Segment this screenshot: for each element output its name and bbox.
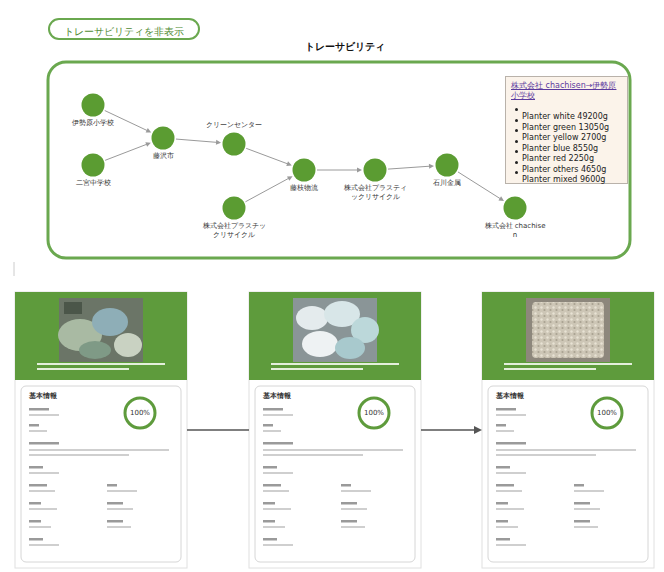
button-label: トレーサビリティを非表示 bbox=[64, 26, 184, 37]
connector-line bbox=[458, 172, 501, 199]
bullet bbox=[515, 129, 518, 132]
item-text: Planter green 13050g bbox=[522, 123, 609, 132]
flow-node: クリーンセンター bbox=[202, 121, 266, 156]
bullet bbox=[515, 108, 518, 111]
bullet bbox=[515, 171, 518, 174]
tooltip-item: Planter green 13050g bbox=[511, 115, 622, 126]
arrowhead bbox=[474, 426, 482, 434]
connector-line bbox=[317, 170, 358, 171]
arrowhead bbox=[216, 140, 221, 145]
arrowhead bbox=[145, 142, 151, 147]
node-label: 株式会社プラスティックリサイクル bbox=[343, 184, 407, 202]
info-card: 基本情報 100% bbox=[249, 292, 421, 568]
item-text: Planter others 4650g bbox=[522, 165, 606, 174]
photo-plastic-bags bbox=[58, 298, 143, 362]
bullet bbox=[515, 119, 518, 122]
flow-node: 藤枝物流 bbox=[272, 158, 336, 193]
tooltip-item: Planter yellow 2700g bbox=[511, 125, 622, 136]
arrowhead bbox=[146, 128, 152, 133]
arrowhead bbox=[429, 164, 434, 169]
node-circle bbox=[503, 196, 527, 220]
item-text: Planter mixed 9600g bbox=[522, 175, 605, 184]
bullet bbox=[515, 140, 518, 143]
tooltip-heading: 株式会社 chachisen→伊勢原小学校 bbox=[511, 81, 622, 101]
item-text: Planter red 2250g bbox=[522, 154, 594, 163]
progress-gauge: 100% bbox=[357, 396, 391, 430]
flow-node: 株式会社プラスチックリサイクル bbox=[202, 196, 266, 240]
node-label: 二宮中学校 bbox=[61, 179, 125, 188]
node-label: 石川金属 bbox=[415, 179, 479, 188]
node-circle bbox=[363, 158, 387, 182]
gauge-value: 100% bbox=[357, 409, 391, 417]
gauge-value: 100% bbox=[590, 409, 624, 417]
node-circle bbox=[151, 126, 175, 150]
section-heading: 基本情報 bbox=[496, 391, 524, 401]
flow-node: 藤沢市 bbox=[131, 126, 195, 161]
node-label: クリーンセンター bbox=[202, 121, 266, 130]
bullet bbox=[515, 150, 518, 153]
bullet bbox=[515, 161, 518, 164]
gauge-value: 100% bbox=[123, 409, 157, 417]
node-label: 藤枝物流 bbox=[272, 184, 336, 193]
photo-pellets bbox=[526, 298, 610, 362]
flow-node: 石川金属 bbox=[415, 153, 479, 188]
info-card: 基本情報 100% bbox=[15, 292, 187, 568]
arrowhead bbox=[357, 168, 362, 173]
toggle-button: トレーサビリティを非表示 bbox=[48, 18, 200, 40]
node-circle bbox=[435, 153, 459, 177]
connector-line bbox=[421, 429, 476, 431]
flow-node: 伊勢原小学校 bbox=[61, 93, 125, 128]
tooltip-item: Planter others 4650g bbox=[511, 157, 622, 168]
node-circle bbox=[292, 158, 316, 182]
section-heading: 基本情報 bbox=[263, 391, 291, 401]
connector bbox=[105, 142, 151, 160]
connector-line bbox=[105, 144, 147, 160]
flow-node: 株式会社プラスティックリサイクル bbox=[343, 158, 407, 202]
connector bbox=[187, 430, 249, 431]
node-label: 株式会社 chachisen bbox=[483, 222, 547, 240]
connector bbox=[245, 176, 292, 202]
tooltip-item: Planter white 49200g bbox=[511, 104, 622, 115]
item-text: Planter blue 8550g bbox=[522, 144, 598, 153]
progress-gauge: 100% bbox=[123, 396, 157, 430]
arrowhead bbox=[286, 161, 292, 166]
item-text: Planter white 49200g bbox=[522, 112, 608, 121]
flow-node: 二宮中学校 bbox=[61, 153, 125, 188]
connector-line bbox=[187, 429, 249, 431]
node-label: 株式会社プラスチックリサイクル bbox=[202, 222, 266, 240]
connector-line bbox=[388, 166, 430, 169]
connector-line bbox=[246, 148, 288, 164]
progress-gauge: 100% bbox=[590, 396, 624, 430]
connector bbox=[421, 426, 482, 434]
node-circle bbox=[222, 132, 246, 156]
section-heading: 基本情報 bbox=[29, 391, 57, 401]
node-circle bbox=[222, 196, 246, 220]
node-label: 藤沢市 bbox=[131, 152, 195, 161]
connector bbox=[388, 164, 434, 169]
node-circle bbox=[81, 153, 105, 177]
connector-line bbox=[176, 139, 217, 142]
connector-line bbox=[245, 178, 289, 202]
connector bbox=[176, 139, 221, 145]
arrowhead bbox=[287, 176, 293, 181]
flow-node: 株式会社 chachisen bbox=[483, 196, 547, 240]
info-card: 基本情報 100% bbox=[482, 292, 654, 568]
tooltip-item: Planter blue 8550g bbox=[511, 136, 622, 147]
node-circle bbox=[81, 93, 105, 117]
connector bbox=[317, 168, 362, 173]
tooltip-box: 株式会社 chachisen→伊勢原小学校 Planter white 49200… bbox=[505, 76, 628, 184]
item-text: Planter yellow 2700g bbox=[522, 133, 606, 142]
photo-white-bags bbox=[293, 298, 379, 362]
connector bbox=[246, 148, 292, 166]
connector bbox=[458, 172, 504, 201]
node-label: 伊勢原小学校 bbox=[61, 119, 125, 128]
tooltip-item: Planter mixed 9600g bbox=[511, 167, 622, 178]
diagram-title: トレーサビリティ bbox=[245, 40, 445, 54]
arrowhead bbox=[498, 196, 504, 201]
tooltip-item: Planter red 2250g bbox=[511, 146, 622, 157]
